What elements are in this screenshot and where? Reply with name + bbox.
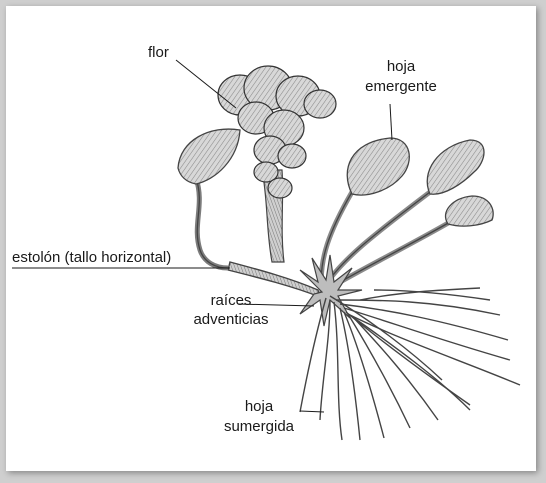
label-estolon: estolón (tallo horizontal) bbox=[12, 249, 171, 266]
label-raices-adventicias: raíces adventicias bbox=[176, 292, 286, 328]
leader-lines bbox=[12, 60, 392, 412]
leader-hoja-emergente bbox=[390, 104, 392, 140]
label-hoja-sumergida-line2: sumergida bbox=[214, 418, 304, 435]
left-emergent-leaf bbox=[178, 129, 240, 268]
right-emergent-leaves bbox=[321, 138, 493, 292]
submerged-leaves bbox=[300, 288, 520, 440]
label-hoja-emergente-line1: hoja bbox=[356, 58, 446, 75]
label-raices-line1: raíces bbox=[176, 292, 286, 309]
label-raices-line2: adventicias bbox=[176, 311, 286, 328]
label-hoja-emergente: hoja emergente bbox=[356, 58, 446, 95]
label-flor: flor bbox=[148, 44, 169, 61]
label-hoja-emergente-line2: emergente bbox=[356, 78, 446, 95]
label-hoja-sumergida-line1: hoja bbox=[214, 398, 304, 415]
label-hoja-sumergida: hoja sumergida bbox=[214, 398, 304, 435]
